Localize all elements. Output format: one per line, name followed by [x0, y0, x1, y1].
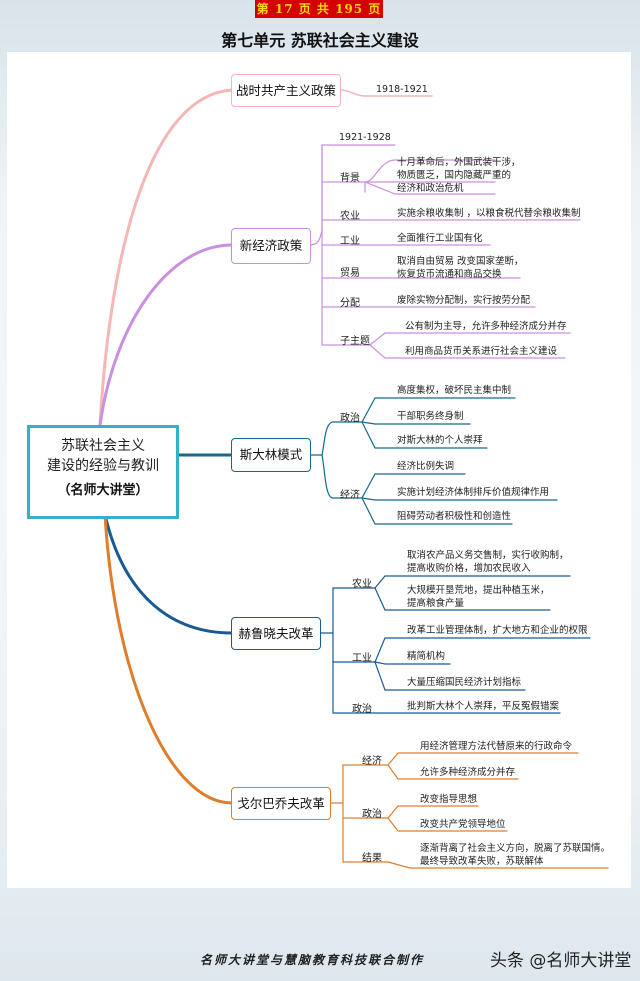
root-title-line3: （名师大讲堂）: [57, 483, 149, 498]
stalin-economy-label: 经济: [340, 490, 360, 501]
root-title-line2: 建设的经验与教训: [47, 458, 159, 474]
nep-trade-text1: 取消自由贸易 改变国家垄断，: [397, 256, 524, 267]
nep-agriculture-text: 实施余粮收集制 ，以粮食税代替余粮收集制: [397, 208, 581, 219]
stalin-economy-item2: 实施计划经济体制排斥价值规律作用: [397, 487, 550, 498]
khrushchev-agri-b2: 提高粮食产量: [407, 598, 465, 609]
nep-trade-label: 贸易: [340, 268, 360, 279]
khrushchev-industry-label: 工业: [352, 653, 372, 664]
nep-background-label: 背景: [340, 173, 360, 184]
stalin-economy-item1: 经济比例失调: [397, 461, 455, 472]
nep-years: 1921-1928: [339, 132, 391, 143]
root-topic-box: 苏联社会主义 建设的经验与教训 （名师大讲堂）: [27, 425, 179, 519]
gorbachev-politics-item1: 改变指导思想: [420, 794, 478, 805]
nep-industry-text: 全面推行工业国有化: [397, 233, 483, 244]
stalin-politics-label: 政治: [340, 413, 360, 424]
node-war-communism: 战时共产主义政策: [231, 74, 341, 107]
node-khrushchev-reform: 赫鲁晓夫改革: [231, 617, 321, 650]
gorbachev-politics-label: 政治: [362, 809, 382, 820]
gorbachev-politics-item2: 改变共产党领导地位: [420, 819, 506, 830]
gorbachev-economy-label: 经济: [362, 756, 382, 767]
nep-trade-text2: 恢复货币流通和商品交换: [397, 269, 502, 280]
page-indicator: 第 17 页 共 195 页: [255, 0, 383, 18]
gorbachev-economy-item1: 用经济管理方法代替原来的行政命令: [420, 741, 573, 752]
khrushchev-agri-a1: 取消农产品义务交售制，实行收购制，: [407, 550, 569, 561]
nep-subtopic-text2: 利用商品货币关系进行社会主义建设: [405, 346, 558, 357]
nep-agriculture-label: 农业: [340, 211, 360, 222]
nep-subtopic-label: 子主题: [340, 336, 370, 347]
nep-background-text1: 十月革命后，外国武装干涉，: [397, 157, 521, 168]
stalin-politics-item2: 干部职务终身制: [397, 411, 464, 422]
page-title: 第七单元 苏联社会主义建设: [221, 31, 419, 50]
khrushchev-industry-item2: 精简机构: [407, 651, 446, 662]
nep-distribution-label: 分配: [340, 298, 360, 309]
nep-background-text3: 经济和政治危机: [397, 183, 464, 194]
stalin-politics-item1: 高度集权，破坏民主集中制: [397, 385, 512, 396]
stalin-economy-item3: 阻碍劳动者积极性和创造性: [397, 511, 512, 522]
gorbachev-result-text2: 最终导致改革失败，苏联解体: [420, 856, 544, 867]
stalin-politics-item3: 对斯大林的个人崇拜: [397, 435, 483, 446]
footer-credit: 名师大讲堂与慧脑教育科技联合制作: [200, 953, 425, 967]
gorbachev-result-label: 结果: [362, 853, 382, 864]
war-communism-years: 1918-1921: [376, 84, 428, 95]
khrushchev-industry-item1: 改革工业管理体制，扩大地方和企业的权限: [407, 625, 588, 636]
nep-industry-label: 工业: [340, 236, 360, 247]
gorbachev-economy-item2: 允许多种经济成分并存: [420, 767, 516, 778]
node-stalin-model: 斯大林模式: [231, 438, 311, 472]
nep-distribution-text: 废除实物分配制，实行按劳分配: [397, 295, 531, 306]
khrushchev-industry-item3: 大量压缩国民经济计划指标: [407, 677, 522, 688]
watermark: 头条 @名师大讲堂: [490, 951, 632, 971]
khrushchev-politics-label: 政治: [352, 704, 372, 715]
khrushchev-politics-text: 批判斯大林个人崇拜，平反冤假错案: [407, 701, 560, 712]
khrushchev-agri-b1: 大规模开垦荒地，提出种植玉米，: [407, 585, 550, 596]
gorbachev-result-text1: 逐渐背离了社会主义方向，脱离了苏联国情。: [420, 843, 611, 854]
nep-background-text2: 物质匮乏，国内隐藏严重的: [397, 170, 512, 181]
khrushchev-agriculture-label: 农业: [352, 579, 372, 590]
node-gorbachev-reform: 戈尔巴乔夫改革: [231, 787, 331, 820]
nep-subtopic-text1: 公有制为主导，允许多种经济成分并存: [405, 321, 567, 332]
khrushchev-agri-a2: 提高收购价格，增加农民收入: [407, 563, 531, 574]
root-title-line1: 苏联社会主义: [61, 438, 145, 454]
node-nep: 新经济政策: [231, 228, 311, 264]
